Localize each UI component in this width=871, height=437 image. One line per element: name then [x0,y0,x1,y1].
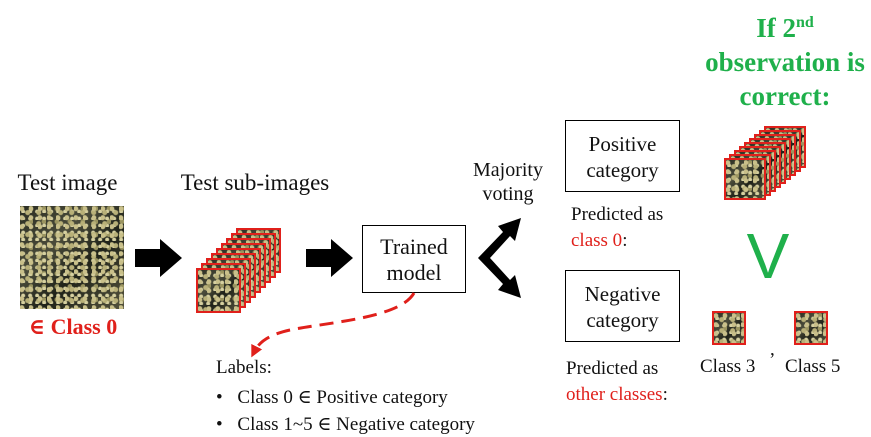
class-3-thumbnail [712,311,746,345]
sub-images-label: Test sub-images [180,170,330,195]
heading-line2: observation is [705,47,865,77]
arrow-right-2 [306,239,353,277]
positive-predicted-line2: class 0: [571,229,627,253]
labels-dashed-arrow [251,292,416,358]
bullet: • [216,414,223,435]
voting-arrow-up [478,218,521,258]
negative-predicted-line1: Predicted as [566,358,659,379]
voting-line2: voting [482,183,534,205]
heading-if-2: If 2 [756,13,796,43]
negative-predicted-class: other classes [566,384,663,405]
comma: , [770,339,775,360]
check-v-symbol: V [746,220,790,292]
labels-title: Labels: [216,357,272,378]
colon: : [622,230,628,251]
positive-predicted-line1: Predicted as [571,204,664,225]
class-5-thumbnail [794,311,828,345]
trained-model-line1: Trained [380,234,448,259]
bullet: • [216,387,223,408]
negative-predicted-line2: other classes: [566,383,668,407]
positive-line1: Positive [588,132,657,156]
negative-line1: Negative [584,282,661,306]
trained-model-line2: model [386,260,442,285]
class-3-label: Class 3 [700,356,756,377]
element-of-symbol: ∈ [28,314,46,339]
test-image-label: Test image [17,170,118,195]
arrow-right-1 [135,239,182,277]
test-image [20,206,124,309]
sub-image-tile [196,268,241,313]
voting-arrow-down [478,258,521,298]
colon: : [662,384,668,405]
trained-model-box: Trained model [362,225,466,293]
negative-category-box: Negative category [565,270,680,342]
heading-line3: correct: [739,81,831,111]
labels-item-2-text: Class 1~5 ∈ Negative category [237,414,475,435]
class-0-label: ∈ Class 0 [12,315,134,339]
if-2nd-observation-heading: If 2nd observation is correct: [700,6,870,113]
negative-line2: category [586,308,659,332]
labels-item-1: • Class 0 ∈ Positive category [216,386,448,410]
class-5-label: Class 5 [785,356,841,377]
positive-line2: category [586,158,659,182]
labels-item-2: • Class 1~5 ∈ Negative category [216,413,475,437]
positive-predicted-class: class 0 [571,230,623,251]
majority-voting-label: Majority voting [458,158,558,206]
positive-category-box: Positive category [565,120,680,192]
heading-line1: If 2nd [700,6,870,45]
voting-line1: Majority [473,159,543,181]
sub-image-tile [724,158,766,200]
heading-sup: nd [795,14,814,31]
labels-item-1-text: Class 0 ∈ Positive category [237,387,448,408]
class-0-text: Class 0 [50,314,118,339]
